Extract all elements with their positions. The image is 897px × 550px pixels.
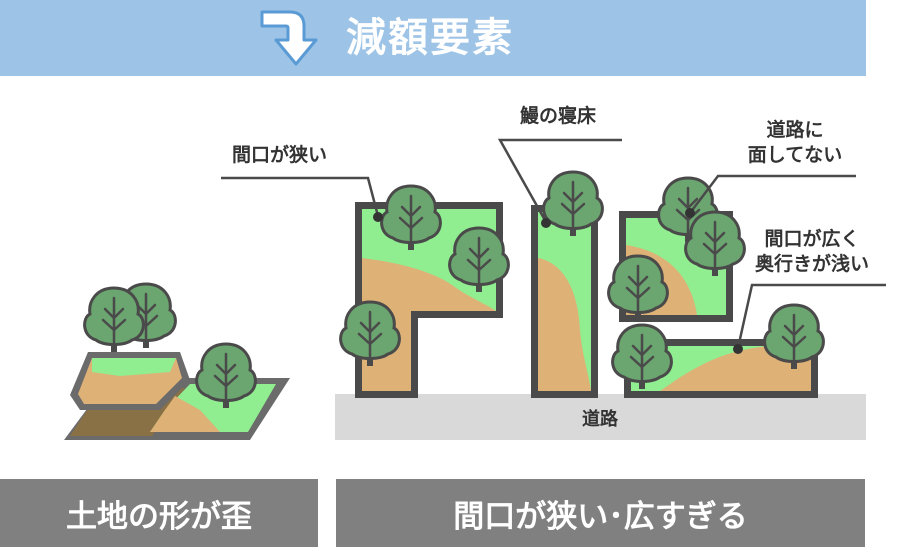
label-eel-bed: 鰻の寝床 (520, 105, 597, 127)
callout-lines (221, 138, 886, 349)
arrow-turn-down-icon (260, 10, 318, 66)
distorted-land (64, 282, 290, 440)
label-wide-shallow-line1: 間口が広く (764, 228, 860, 250)
label-no-road-line2: 面してない (747, 144, 843, 166)
label-no-road-line1: 道路に (766, 119, 824, 141)
footer-frontage-issue: 間口が狭い･広すぎる (336, 479, 865, 547)
footer-distorted-shape: 土地の形が歪 (0, 479, 318, 547)
callout-dots (373, 208, 743, 354)
label-narrow-frontage: 間口が狭い (232, 144, 328, 166)
label-road: 道路 (582, 409, 618, 430)
narrow-frontage-land (339, 184, 510, 398)
road (335, 394, 866, 440)
header-banner (0, 0, 866, 76)
eel-bed-land (531, 170, 604, 398)
page-title: 減額要素 (346, 15, 514, 61)
label-wide-shallow-line2: 奥行きが浅い (754, 253, 869, 275)
landlocked-land (607, 176, 746, 322)
wide-shallow-land (611, 303, 825, 398)
